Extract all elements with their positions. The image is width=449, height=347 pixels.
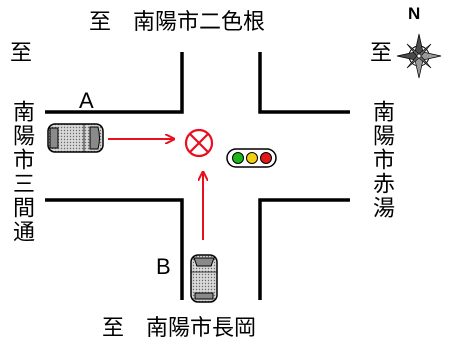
road-edge-southwest xyxy=(45,198,184,300)
collision-point-circled-x-icon xyxy=(184,128,214,158)
road-edges xyxy=(45,52,350,300)
road-edge-northeast xyxy=(258,52,350,114)
vehicle-a-car-icon xyxy=(47,123,104,153)
east-to-label: 至 xyxy=(370,41,393,66)
road-edge-southeast xyxy=(258,198,350,300)
compass-rose-icon xyxy=(396,33,442,79)
east-destination-label: 南陽市赤湯 xyxy=(369,100,394,220)
vehicle-a-label: A xyxy=(79,88,94,113)
west-to-label: 至 xyxy=(10,41,33,66)
vehicle-b-car-icon xyxy=(190,254,218,303)
west-destination-label: 南陽市三間通 xyxy=(9,100,34,244)
north-destination-label: 至 南陽市二色根 xyxy=(89,10,266,35)
traffic-light-icon xyxy=(226,148,277,168)
compass-north-label: N xyxy=(408,4,421,23)
vehicle-b-label: B xyxy=(156,254,171,279)
south-destination-label: 至 南陽市長岡 xyxy=(102,316,257,341)
road-edge-northwest xyxy=(45,52,184,114)
